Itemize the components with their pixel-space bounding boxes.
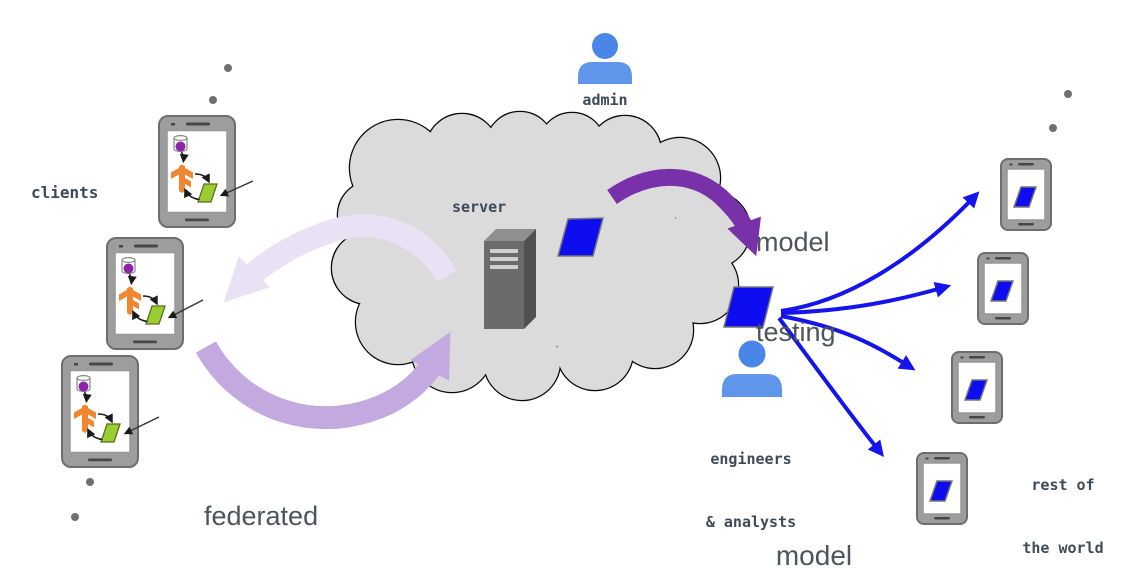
model-deployment-label: model deployment (704, 473, 924, 570)
model-testing-label: model testing (756, 167, 836, 407)
rest-of-world-line2: the world (1022, 539, 1104, 557)
deployment-fan-arrows (777, 191, 980, 457)
client-phone-icon (159, 116, 235, 227)
client-phone-icon (62, 356, 138, 467)
server-label: server (452, 198, 507, 216)
deployment-thin-arrows (123, 180, 254, 435)
model-testing-arrow (607, 168, 762, 257)
server-tower-icon (484, 229, 536, 329)
model-parallelogram-icon (557, 217, 604, 257)
federated-download-arrow (223, 214, 457, 303)
engineers-person-icon (722, 340, 782, 397)
model-deployment-line1: model (775, 540, 853, 570)
federated-upload-arrow (195, 331, 451, 430)
world-phone-icon (1000, 158, 1052, 231)
federated-learning-label: federated learning (204, 441, 318, 570)
ellipsis-dots-icon (71, 64, 1072, 521)
world-phone-icon (916, 452, 968, 525)
world-phone-icon (951, 351, 1003, 424)
world-phone-icon (977, 252, 1029, 325)
tested-model-parallelogram-icon (723, 286, 774, 328)
engineers-label-line2: & analysts (705, 513, 797, 531)
engineers-label-line1: engineers (710, 450, 792, 468)
rest-of-world-line1: rest of (1031, 476, 1095, 494)
cloud-icon (330, 110, 752, 402)
clients-label: clients (31, 183, 99, 202)
admin-person-icon (578, 33, 632, 84)
rest-of-world-label: rest of the world (1003, 433, 1122, 570)
engineers-label: engineers & analysts (686, 407, 816, 570)
model-testing-line2: testing (756, 317, 836, 347)
federated-learning-line1: federated (204, 501, 319, 531)
model-testing-line1: model (756, 227, 830, 257)
admin-label: admin (582, 91, 628, 109)
client-phone-icon (107, 238, 183, 349)
